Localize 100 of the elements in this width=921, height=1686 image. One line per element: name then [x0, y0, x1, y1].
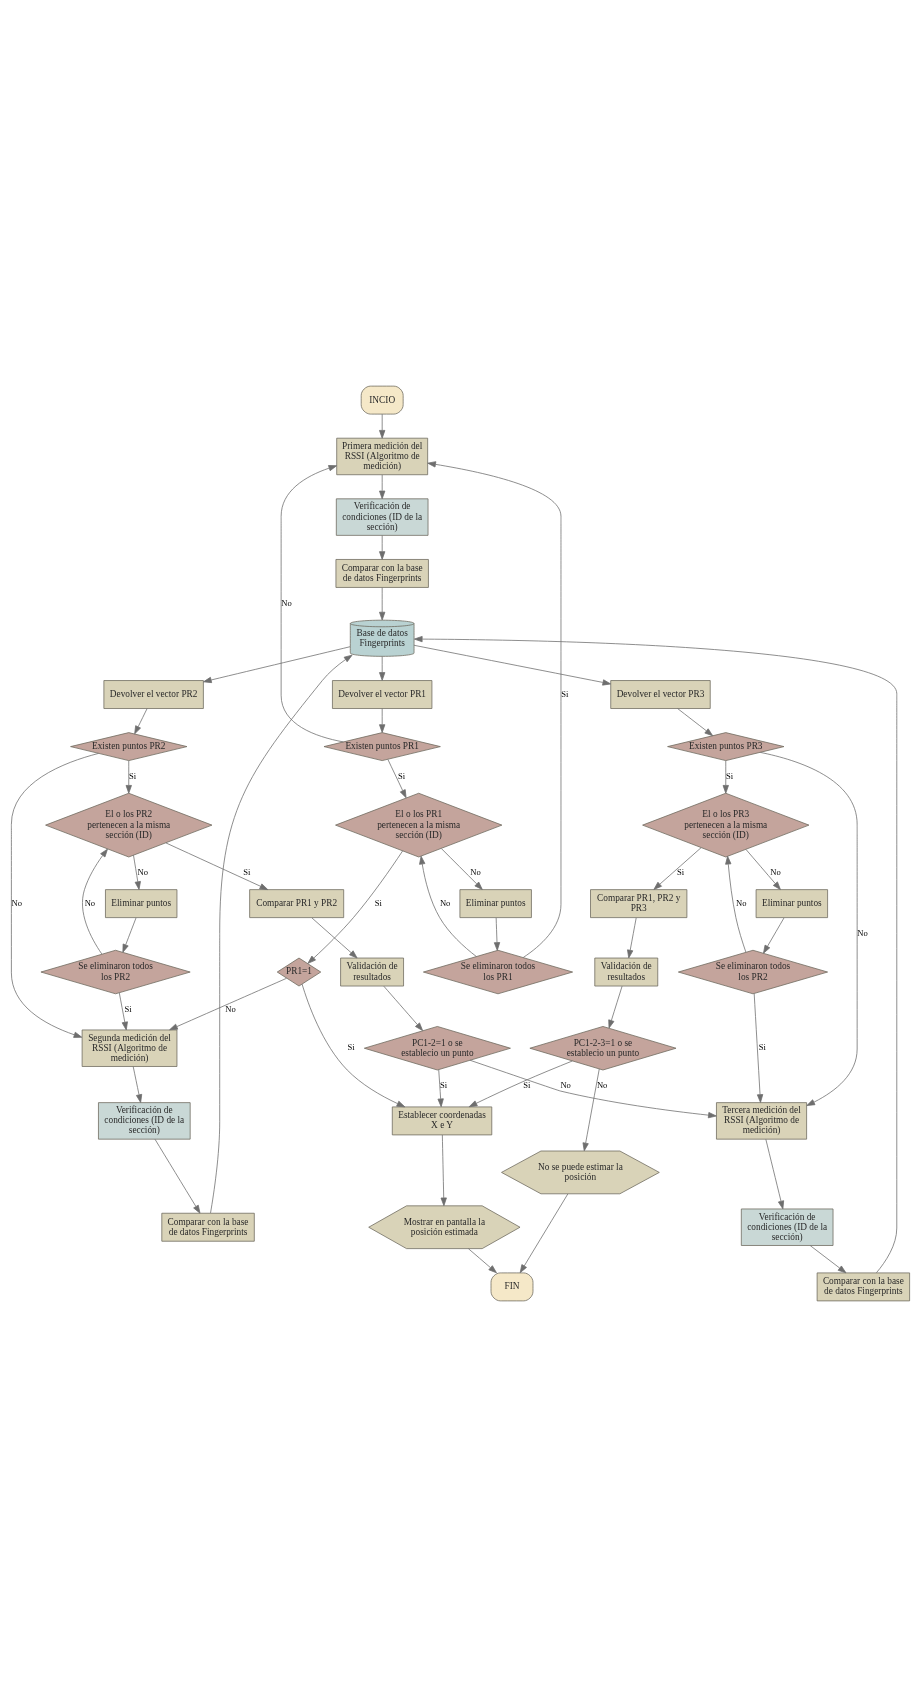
node-diamond: Se eliminaron todos los PR2: [40, 949, 191, 994]
arrow: [125, 759, 132, 794]
node-box: Eliminar puntos: [755, 888, 828, 918]
edge-label: No: [281, 597, 292, 608]
node-box: Verificación de condiciones (ID de la sección): [335, 497, 429, 536]
arrow: [122, 917, 137, 953]
edge-label: No: [11, 897, 23, 908]
node-diamond: El o los PR3 pertenecen a la misma sección (ID): [642, 792, 810, 857]
node-diamond: El o los PR1 pertenecen a la misma sección (ID): [335, 792, 503, 857]
edge-label: Si: [124, 1003, 132, 1014]
node-diamond: PC1-2=1 o se establecio un punto: [363, 1025, 511, 1070]
arrow: [11, 752, 99, 1038]
edge-label: No: [439, 897, 451, 908]
arrow: [169, 977, 287, 1030]
arrow: [82, 848, 108, 954]
arrow: [677, 707, 714, 736]
node-box: Comparar PR1, PR2 y PR3: [590, 888, 688, 918]
edge-label: No: [596, 1079, 608, 1090]
arrow: [725, 855, 747, 953]
arrow: [765, 1138, 785, 1209]
arrow: [809, 1244, 847, 1273]
edge-label: No: [560, 1079, 571, 1090]
arrow: [301, 983, 406, 1107]
node-diamond: Existen puntos PR1: [323, 731, 441, 761]
node-box: Devolver el vector PR3: [610, 679, 711, 709]
node-box: Verificación de condiciones (ID de la sección): [740, 1208, 834, 1246]
node-box: Devolver el vector PR2: [103, 679, 204, 709]
edge-label: No: [137, 866, 148, 877]
arrow: [132, 1065, 143, 1103]
arrow: [383, 985, 423, 1031]
arrow: [608, 985, 623, 1028]
arrow: [759, 751, 858, 1106]
arrow: [627, 917, 637, 958]
node-box: Validación de resultados: [340, 957, 404, 986]
node-box: Eliminar puntos: [105, 888, 178, 918]
arrow: [154, 1138, 201, 1214]
arrow: [722, 759, 729, 794]
node-box: Segunda medición del RSSI (Algoritmo de medición): [81, 1029, 178, 1067]
arrow: [437, 1069, 444, 1107]
node-box: Comparar con la base de datos Fingerprints: [161, 1212, 255, 1242]
edge-label: No: [770, 866, 781, 877]
arrow: [653, 846, 702, 890]
arrow: [379, 586, 386, 620]
arrow: [469, 1059, 717, 1118]
arrow: [582, 1068, 600, 1151]
arrow: [134, 707, 148, 734]
node-box: Eliminar puntos: [459, 888, 532, 918]
node-box: INCIO: [360, 385, 404, 414]
arrow: [413, 644, 612, 685]
arrow: [379, 655, 386, 681]
edge-label: Si: [398, 770, 406, 781]
arrow: [307, 850, 404, 964]
node-box: Devolver el vector PR1: [332, 679, 433, 709]
arrow: [379, 474, 386, 499]
edge-label: Si: [243, 866, 251, 877]
edge-label: No: [225, 1003, 236, 1014]
node-diamond: Se eliminaron todos los PR1: [423, 949, 573, 994]
arrow: [419, 855, 477, 957]
edge-label: No: [736, 897, 747, 908]
node-diamond: PC1-2-3=1 o se establecio un punto: [529, 1025, 677, 1070]
edge-label: Si: [726, 770, 734, 781]
arrow: [441, 847, 483, 890]
arrow: [387, 758, 407, 798]
edge-label: Si: [440, 1079, 448, 1090]
arrow: [379, 707, 386, 733]
edge-label: No: [857, 927, 868, 938]
node-box: Validación de resultados: [594, 957, 659, 986]
node-box: Comparar con la base de datos Fingerprints: [816, 1272, 910, 1301]
node-box: Establecer coordenadas X e Y: [391, 1106, 493, 1135]
arrow: [118, 991, 128, 1030]
arrow: [763, 917, 785, 954]
node-diamond: Se eliminaron todos los PR2: [677, 949, 828, 994]
edge-label: Si: [561, 688, 569, 699]
edge-label: Si: [374, 897, 382, 908]
arrow: [280, 464, 344, 742]
node-box: Comparar con la base de datos Fingerprints: [335, 558, 429, 588]
arrow: [379, 413, 386, 439]
edge-label: Si: [129, 770, 137, 781]
arrow: [753, 992, 764, 1103]
arrow: [745, 848, 781, 890]
arrow: [311, 917, 358, 958]
arrow: [468, 1247, 497, 1273]
node-box: Primera medición del RSSI (Algoritmo de medición): [336, 437, 429, 475]
node-diamond: Existen puntos PR3: [667, 731, 785, 761]
node-box: Verificación de condiciones (ID de la sección): [98, 1101, 191, 1140]
arrow: [493, 917, 501, 951]
node-diamond: Existen puntos PR2: [70, 731, 188, 761]
arrow: [468, 1060, 573, 1107]
edge-label: Si: [523, 1079, 531, 1090]
edge-label: No: [470, 866, 481, 877]
arrow: [210, 654, 353, 1213]
arrow: [427, 460, 562, 958]
node-box: Comparar PR1 y PR2: [249, 888, 345, 918]
arrow: [165, 842, 269, 890]
arrow: [133, 854, 141, 890]
edge-label: Si: [347, 1041, 355, 1052]
edge-label: Si: [677, 866, 685, 877]
node-box: FIN: [490, 1272, 534, 1301]
node-box: Tercera medición del RSSI (Algoritmo de medición): [716, 1101, 807, 1140]
arrow: [440, 1134, 447, 1206]
